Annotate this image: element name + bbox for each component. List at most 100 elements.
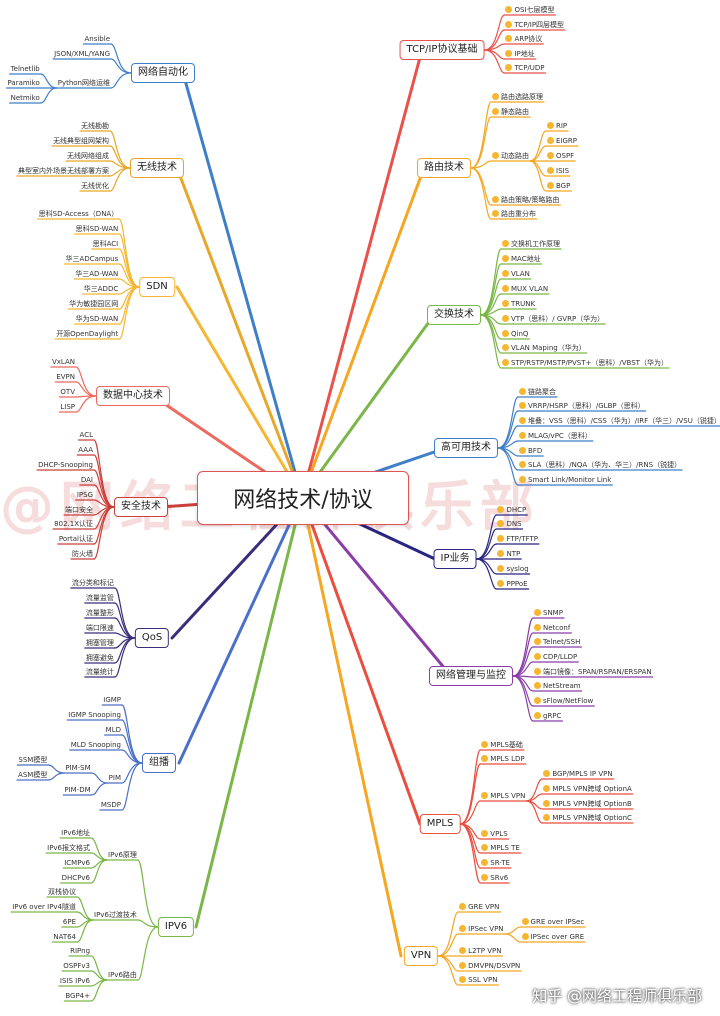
topic-node-ipsec-vpn[interactable]: IPSec VPN <box>458 924 504 934</box>
topic-node-vtp-gvrp[interactable]: VTP（思科）/ GVRP（华为） <box>501 314 605 324</box>
topic-node-ssl-vpn[interactable]: SSL VPN <box>458 975 498 985</box>
branch-wireless[interactable]: 无线技术 <box>130 158 184 178</box>
topic-node-snmp[interactable]: SNMP <box>533 608 564 618</box>
topic-node-arp[interactable]: ARP协议 <box>504 34 543 44</box>
central-topic[interactable]: 网络技术/协议 <box>197 471 409 525</box>
topic-node-ssm[interactable]: SSM模型 <box>17 755 48 765</box>
topic-node-vpls[interactable]: VPLS <box>480 829 508 839</box>
topic-node-tcp-ip[interactable]: TCP/IP四层模型 <box>504 20 565 30</box>
topic-node-mpls-vpn-optiona[interactable]: MPLS VPN跨域 OptionA <box>542 784 632 794</box>
topic-node-node[interactable]: 典型室内外场景无线部署方案 <box>17 166 110 176</box>
topic-node-bgp[interactable]: BGP <box>546 181 571 191</box>
topic-node-trunk[interactable]: TRUNK <box>501 299 536 309</box>
topic-node-addc[interactable]: 华三ADDC <box>83 284 119 294</box>
topic-node-6pe[interactable]: 6PE <box>62 917 77 927</box>
topic-node-node[interactable]: 端口限速 <box>85 623 115 633</box>
topic-node-node[interactable]: 路由选路原理 <box>491 92 544 102</box>
branch-ha[interactable]: 高可用技术 <box>434 438 498 458</box>
topic-node-ospf[interactable]: OSPF <box>546 151 575 161</box>
topic-node-osi[interactable]: OSI七层模型 <box>504 5 555 15</box>
topic-node-ad-wan[interactable]: 华三AD-WAN <box>74 269 119 279</box>
branch-automation[interactable]: 网络自动化 <box>131 63 195 83</box>
topic-node-netconf[interactable]: Netconf <box>533 623 571 633</box>
topic-node-bfd[interactable]: BFD <box>518 446 543 456</box>
branch-tcpip[interactable]: TCP/IP协议基础 <box>399 40 485 60</box>
branch-ipservice[interactable]: IP业务 <box>433 549 477 569</box>
branch-security[interactable]: 安全技术 <box>114 497 168 517</box>
topic-node-ipv6[interactable]: IPv6报文格式 <box>46 843 91 853</box>
topic-node-mpls-ldp[interactable]: MPLS LDP <box>480 754 525 764</box>
branch-mpls[interactable]: MPLS <box>419 814 461 834</box>
topic-node-node[interactable]: 交换机工作原理 <box>501 239 561 249</box>
topic-node-python[interactable]: Python网络运维 <box>57 78 111 88</box>
topic-node-dhcp[interactable]: DHCP <box>496 505 527 515</box>
topic-node-portal[interactable]: Portal认证 <box>58 534 94 544</box>
topic-node-aaa[interactable]: AAA <box>77 445 94 455</box>
topic-node-node[interactable]: 静态路由 <box>491 107 530 117</box>
topic-node-bgp4[interactable]: BGP4+ <box>64 991 91 1001</box>
topic-node-node[interactable]: 端口安全 <box>64 505 94 515</box>
topic-node-ipv6[interactable]: IPv6地址 <box>60 828 91 838</box>
branch-sdn[interactable]: SDN <box>139 277 175 297</box>
topic-node-node[interactable]: 动态路由 <box>491 151 530 161</box>
topic-node-sd-access-dna[interactable]: 思科SD-Access（DNA） <box>38 209 120 219</box>
topic-node-telnetlib[interactable]: Telnetlib <box>10 64 41 74</box>
topic-node-telnet-ssh[interactable]: Telnet/SSH <box>533 637 581 647</box>
topic-node-node[interactable]: 无线典型组网架构 <box>52 136 110 146</box>
topic-node-json-xml-yang[interactable]: JSON/XML/YANG <box>53 49 111 59</box>
topic-node-eigrp[interactable]: EIGRP <box>546 136 578 146</box>
topic-node-ip[interactable]: IP地址 <box>504 49 535 59</box>
topic-node-dai[interactable]: DAI <box>80 475 94 485</box>
topic-node-mpls[interactable]: MPLS基础 <box>480 740 524 750</box>
topic-node-mpls-vpn-optionb[interactable]: MPLS VPN跨域 OptionB <box>542 799 632 809</box>
topic-node-igmp-snooping[interactable]: IGMP Snooping <box>67 710 122 720</box>
topic-node-netstream[interactable]: NetStream <box>533 681 582 691</box>
topic-node-paramiko[interactable]: Paramiko <box>7 78 41 88</box>
topic-node-vrrp-hsrp-glbp[interactable]: VRRP/HSRP（思科）/GLBP（思科） <box>518 401 646 411</box>
topic-node-vxlan[interactable]: VxLAN <box>51 357 76 367</box>
topic-node-node[interactable]: 双栈协议 <box>47 887 77 897</box>
topic-node-cdp-lldp[interactable]: CDP/LLDP <box>533 652 578 662</box>
topic-node-ipsec-over-gre[interactable]: IPSec over GRE <box>521 932 586 942</box>
topic-node-mpls-vpn[interactable]: MPLS VPN <box>480 791 526 801</box>
topic-node-ipv6-over-ipv4[interactable]: IPv6 over IPv4隧道 <box>11 902 77 912</box>
topic-node-tcp-udp[interactable]: TCP/UDP <box>504 63 545 73</box>
topic-node-igmp[interactable]: IGMP <box>102 695 122 705</box>
topic-node-gre-over-ipsec[interactable]: GRE over IPSec <box>521 917 586 927</box>
topic-node-qinq[interactable]: QinQ <box>501 329 529 339</box>
topic-node-vlan[interactable]: VLAN <box>501 269 531 279</box>
branch-switching[interactable]: 交换技术 <box>427 305 481 325</box>
topic-node-dns[interactable]: DNS <box>496 519 522 529</box>
branch-ipv6[interactable]: IPV6 <box>157 917 195 937</box>
topic-node-smart-link-monitor-link[interactable]: Smart Link/Monitor Link <box>518 475 612 485</box>
topic-node-ripng[interactable]: RIPng <box>69 946 91 956</box>
topic-node-mpls-vpn-optionc[interactable]: MPLS VPN跨域 OptionC <box>542 813 633 823</box>
topic-node-ftp-tftp[interactable]: FTP/TFTP <box>496 534 538 544</box>
topic-node-mac[interactable]: MAC地址 <box>501 254 542 264</box>
topic-node-802-1x[interactable]: 802.1X认证 <box>53 519 94 529</box>
topic-node-dhcpv6[interactable]: DHCPv6 <box>61 873 91 883</box>
topic-node-mld-snooping[interactable]: MLD Snooping <box>70 740 122 750</box>
topic-node-node[interactable]: 无线优化 <box>80 181 110 191</box>
topic-node-pim[interactable]: PIM <box>108 773 122 783</box>
topic-node-mlag-vpc[interactable]: MLAG/vPC（思科） <box>518 431 593 441</box>
topic-node-pim-sm[interactable]: PIM-SM <box>64 763 91 773</box>
topic-node-acl[interactable]: ACL <box>79 430 94 440</box>
topic-node-node[interactable]: 流量监管 <box>85 593 115 603</box>
topic-node-ntp[interactable]: NTP <box>496 549 521 559</box>
branch-routing[interactable]: 路由技术 <box>417 158 471 178</box>
topic-node-mpls-te[interactable]: MPLS TE <box>480 843 521 853</box>
topic-node-node[interactable]: 无线勘勘 <box>80 121 110 131</box>
topic-node-mux-vlan[interactable]: MUX VLAN <box>501 284 549 294</box>
topic-node-node[interactable]: 拥塞管理 <box>85 638 115 648</box>
topic-node-opendaylight[interactable]: 开源OpenDaylight <box>55 329 119 339</box>
topic-node-node[interactable]: 路由策略/策略路由 <box>491 195 560 205</box>
topic-node-rip[interactable]: RIP <box>546 121 568 131</box>
topic-node-isis[interactable]: ISIS <box>546 166 570 176</box>
topic-node-isis-ipv6[interactable]: ISIS IPv6 <box>59 976 91 986</box>
topic-node-node[interactable]: 链路聚合 <box>518 387 557 397</box>
topic-node-sd-wan[interactable]: 思科SD-WAN <box>75 224 120 234</box>
topic-node-bgp-mpls-ip-vpn[interactable]: BGP/MPLS IP VPN <box>542 769 613 779</box>
topic-node-mld[interactable]: MLD <box>105 725 122 735</box>
topic-node-sflow-netflow[interactable]: sFlow/NetFlow <box>533 696 594 706</box>
